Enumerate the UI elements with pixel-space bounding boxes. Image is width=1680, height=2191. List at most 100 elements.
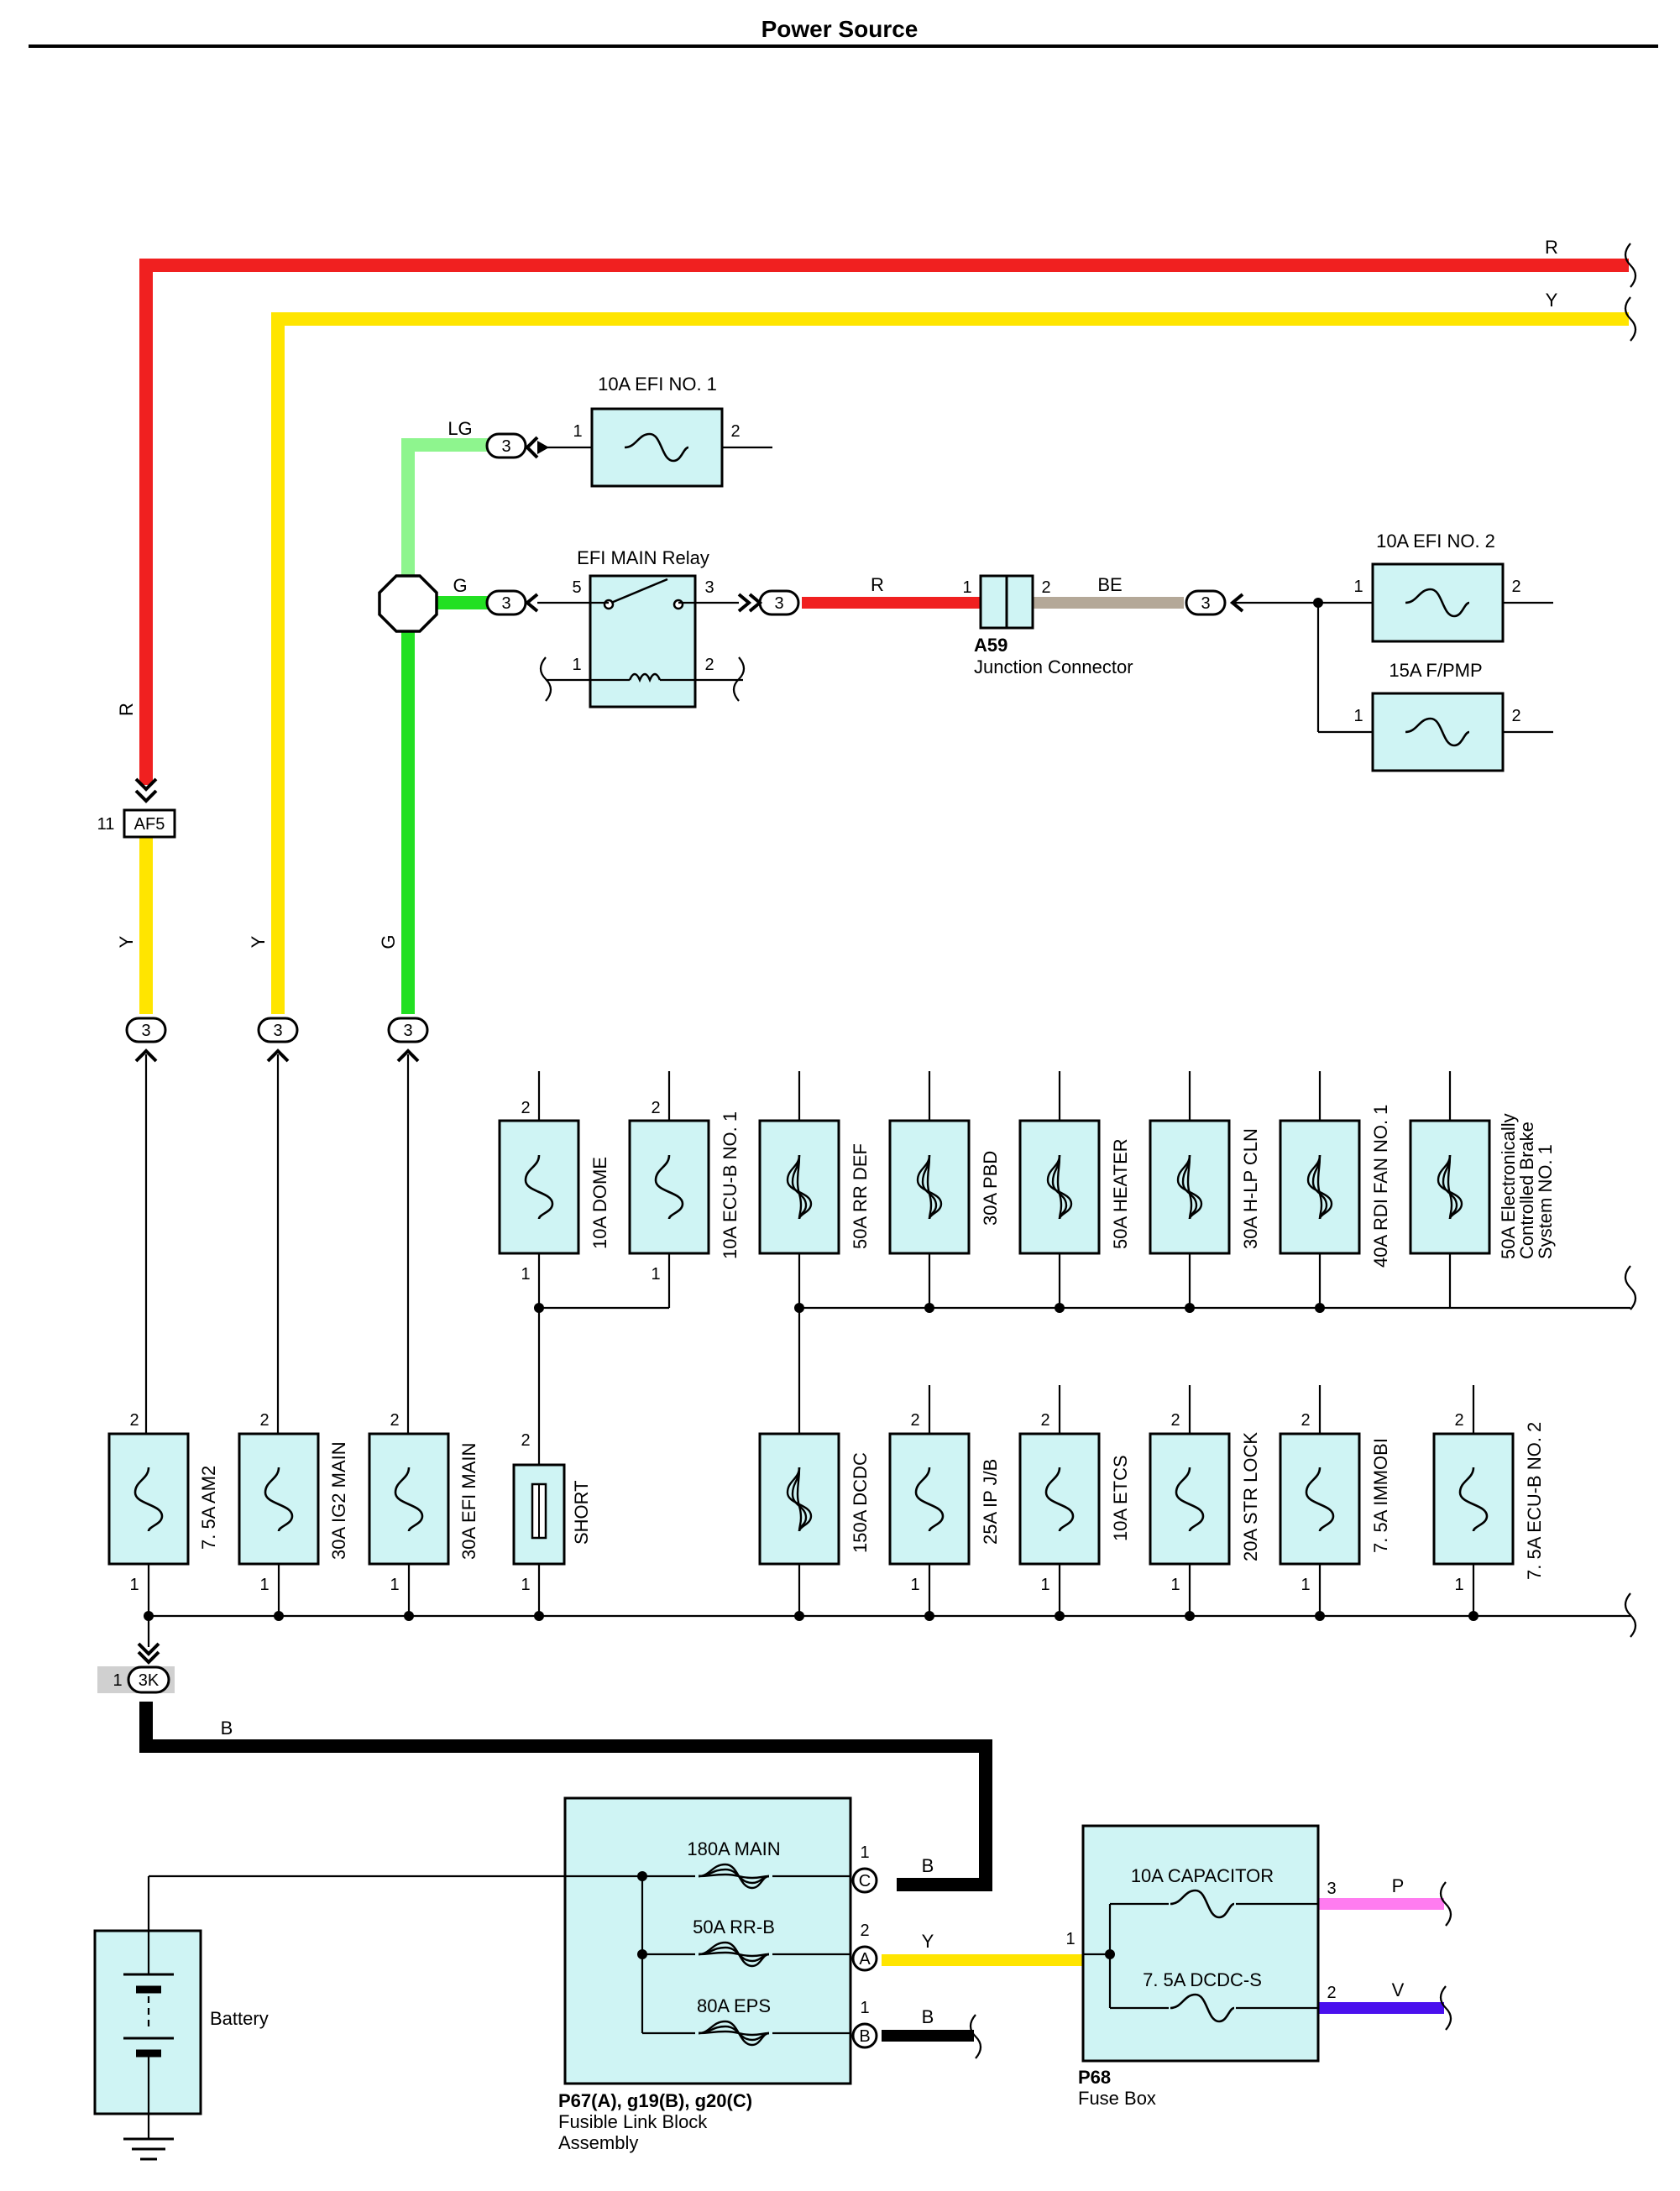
svg-text:A: A — [859, 1950, 871, 1969]
wire-label-y-a: Y — [922, 1931, 934, 1952]
fuse-efimain-label: 30A EFI MAIN — [458, 1443, 479, 1560]
pin: 2 — [1454, 1411, 1463, 1430]
pin: 2 — [730, 422, 740, 441]
battery-label: Battery — [210, 2008, 269, 2029]
battery-icon — [123, 1931, 174, 2114]
pin: 1 — [1170, 1576, 1180, 1594]
upper-fuse-row — [498, 1071, 1630, 1469]
pin: 3 — [1327, 1880, 1336, 1898]
fuse-ig2main-label: 30A IG2 MAIN — [328, 1441, 349, 1560]
a59-code: A59 — [974, 635, 1007, 656]
pin: 2 — [390, 1411, 399, 1430]
fusible-block-name-2: Assembly — [558, 2132, 638, 2153]
fuse-capacitor-label: 10A CAPACITOR — [1131, 1865, 1274, 1886]
fuse-efi2 — [1371, 562, 1505, 643]
pin: 2 — [129, 1411, 139, 1430]
fuse-am2-label: 7. 5A AM2 — [198, 1466, 219, 1550]
fuse-efi1 — [590, 407, 724, 488]
fuse-heater-label: 50A HEATER — [1110, 1138, 1131, 1249]
fuse-ecb-label-2: Controlled Brake — [1516, 1122, 1537, 1259]
wire-label-r-left: R — [116, 703, 137, 716]
svg-text:3: 3 — [403, 1022, 412, 1040]
pin: 1 — [259, 1576, 269, 1594]
pin: 2 — [1301, 1411, 1310, 1430]
connector-3-ig2: 3 — [257, 1017, 299, 1063]
wire-yellow-main — [271, 312, 1629, 1014]
pin: 2 — [860, 1922, 869, 1940]
pin: 1 — [521, 1576, 530, 1594]
pin: 2 — [1041, 578, 1050, 597]
pin: 1 — [521, 1265, 530, 1284]
svg-text:B: B — [859, 2027, 870, 2046]
wire-label-g: G — [453, 575, 467, 596]
connector-af5: AF5 11 — [97, 777, 176, 839]
wire-label-r-relay: R — [871, 574, 884, 595]
fuse-dome-label: 10A DOME — [589, 1157, 610, 1249]
fusible-link-internal — [149, 1863, 851, 2047]
pin: 2 — [521, 1099, 530, 1117]
fuse-box-name: Fuse Box — [1078, 2088, 1156, 2109]
fuse-box-internal — [1083, 1889, 1318, 2023]
wire-light-green — [401, 438, 499, 583]
wire-label-r-top: R — [1545, 237, 1558, 258]
fuse-dcdc-label: 150A DCDC — [850, 1452, 871, 1553]
a59-name: Junction Connector — [974, 656, 1133, 677]
pin: 2 — [651, 1099, 660, 1117]
pin: 1 — [962, 578, 971, 597]
fuse-rrdef-label: 50A RR DEF — [850, 1143, 871, 1249]
efi-main-relay — [589, 574, 697, 709]
svg-text:C: C — [859, 1872, 871, 1890]
fuse-efi2-label: 10A EFI NO. 2 — [1376, 531, 1495, 552]
relay-coil-icon — [590, 672, 695, 683]
connector-3-lg: 3 — [485, 432, 539, 459]
pin: 2 — [910, 1411, 919, 1430]
pin: 2 — [259, 1411, 269, 1430]
relay-switch-icon — [603, 578, 684, 610]
connector-3-efi-main: 3 — [387, 1017, 429, 1063]
pin: 2 — [1511, 707, 1520, 725]
wire-label-y-am2: Y — [116, 935, 137, 948]
svg-text:11: 11 — [97, 815, 115, 834]
wire-label-b-3k: B — [221, 1718, 233, 1739]
svg-text:AF5: AF5 — [134, 815, 165, 834]
pin: 2 — [1327, 1984, 1336, 2002]
pin: 1 — [1065, 1930, 1075, 1948]
svg-text:3: 3 — [774, 594, 783, 613]
connector-3-relay-out: 3 — [737, 589, 800, 616]
relay-label: EFI MAIN Relay — [577, 547, 709, 568]
pin: 1 — [860, 1843, 869, 1862]
wire-label-b-b: B — [922, 2006, 934, 2027]
pin: 2 — [521, 1431, 530, 1450]
fusible-50a-label: 50A RR-B — [693, 1916, 775, 1937]
fuse-dcdcs-label: 7. 5A DCDC-S — [1143, 1969, 1262, 1990]
fuse-strlock-label: 20A STR LOCK — [1240, 1432, 1261, 1561]
svg-text:1: 1 — [113, 1671, 122, 1690]
svg-text:3: 3 — [1201, 594, 1210, 613]
pin: 2 — [1040, 1411, 1049, 1430]
fusible-180a-label: 180A MAIN — [687, 1838, 780, 1859]
svg-text:3: 3 — [501, 437, 510, 456]
pin: 1 — [1454, 1576, 1463, 1594]
fuse-efi1-label: 10A EFI NO. 1 — [598, 374, 717, 395]
fuse-fpmp — [1371, 692, 1505, 772]
wire-label-v: V — [1392, 1979, 1405, 2000]
wire-label-b-c: B — [922, 1855, 934, 1876]
fusible-block-code: P67(A), g19(B), g20(C) — [558, 2090, 752, 2111]
fusible-terminal-b: B — [851, 2022, 878, 2049]
fuse-ecb-label-1: 50A Electronically — [1498, 1113, 1519, 1259]
pin: 1 — [572, 656, 581, 674]
pin: 1 — [910, 1576, 919, 1594]
wire-label-y-top: Y — [1546, 290, 1558, 311]
lower-fuse-row — [107, 1385, 1630, 1647]
pin: 3 — [704, 578, 714, 597]
connector-3k: 3K 1 — [97, 1642, 175, 1694]
fuse-pbd-label: 30A PBD — [980, 1151, 1001, 1226]
fuse-etcs-label: 10A ETCS — [1110, 1455, 1131, 1541]
wire-label-be: BE — [1097, 574, 1122, 595]
ground-icon — [123, 2114, 174, 2161]
svg-text:3: 3 — [501, 594, 510, 613]
fuse-ecub2-label: 7. 5A ECU-B NO. 2 — [1524, 1422, 1545, 1580]
pin: 1 — [860, 1999, 869, 2017]
fusible-block-name-1: Fusible Link Block — [558, 2111, 708, 2132]
